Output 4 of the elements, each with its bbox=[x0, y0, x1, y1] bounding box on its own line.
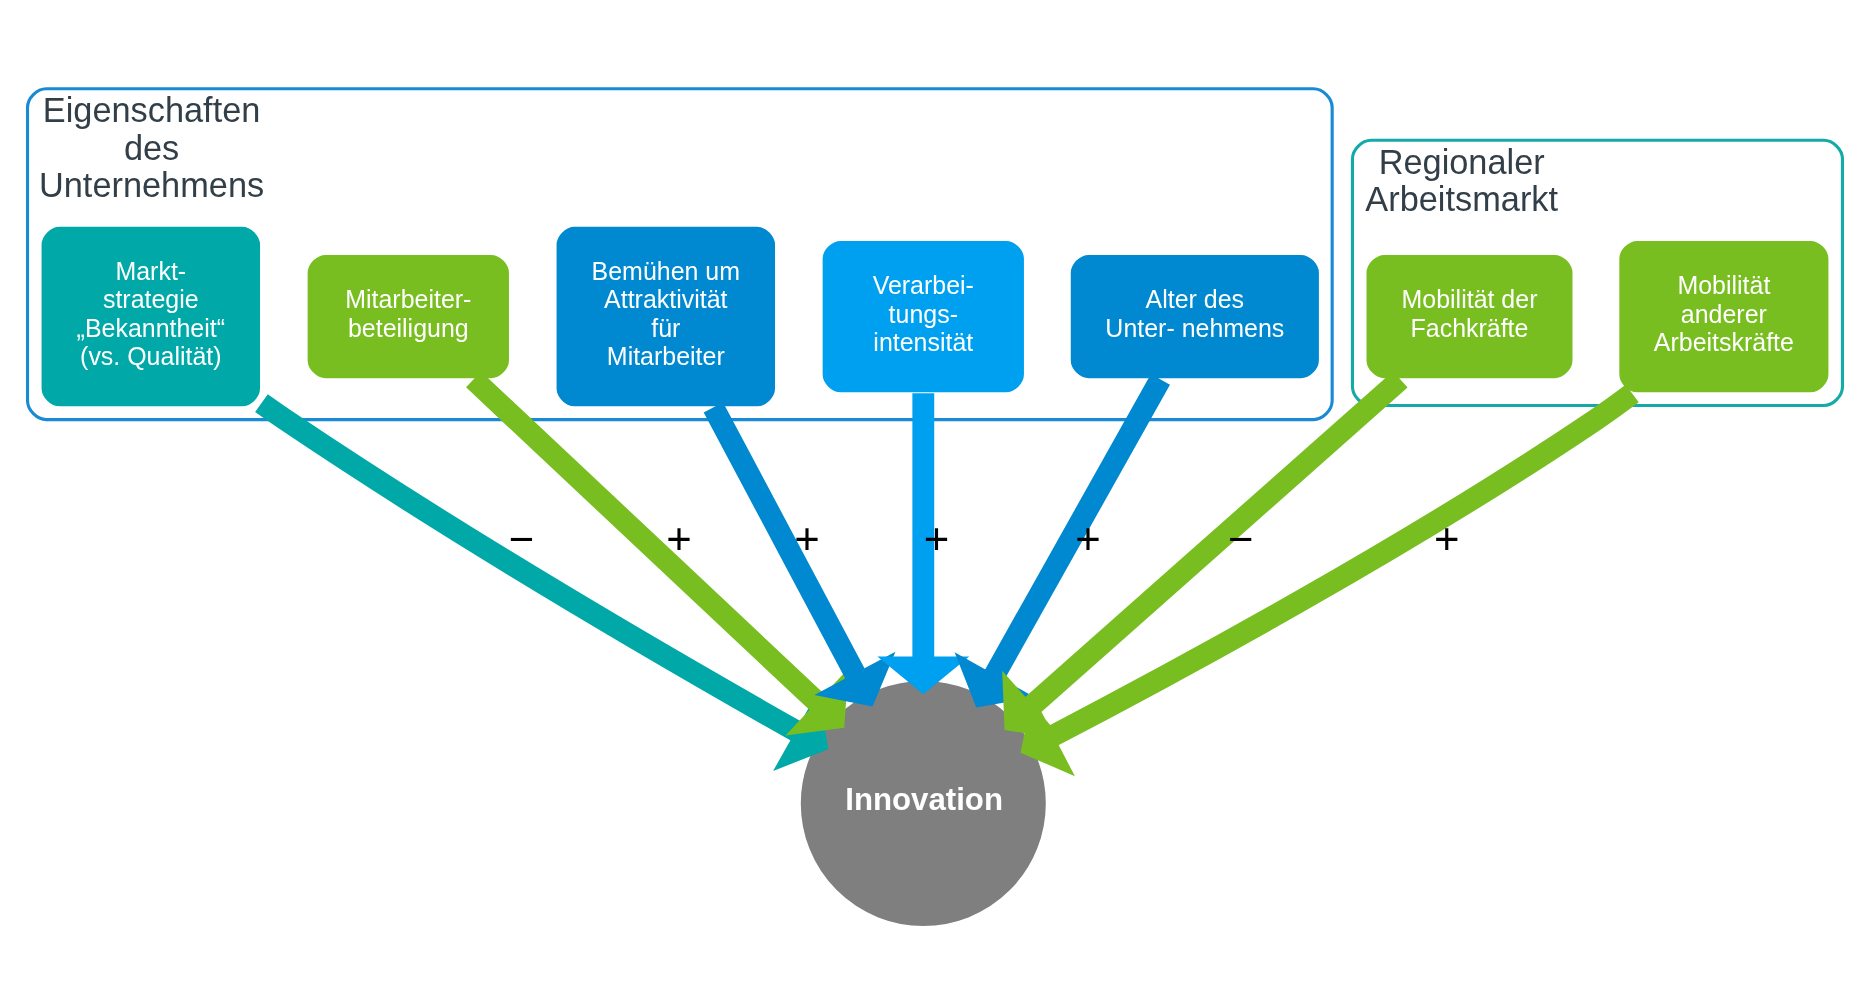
edge-label: + bbox=[1434, 513, 1460, 563]
edge-label: + bbox=[794, 513, 820, 563]
edge-label: − bbox=[508, 513, 535, 563]
edge-label: + bbox=[666, 513, 692, 563]
